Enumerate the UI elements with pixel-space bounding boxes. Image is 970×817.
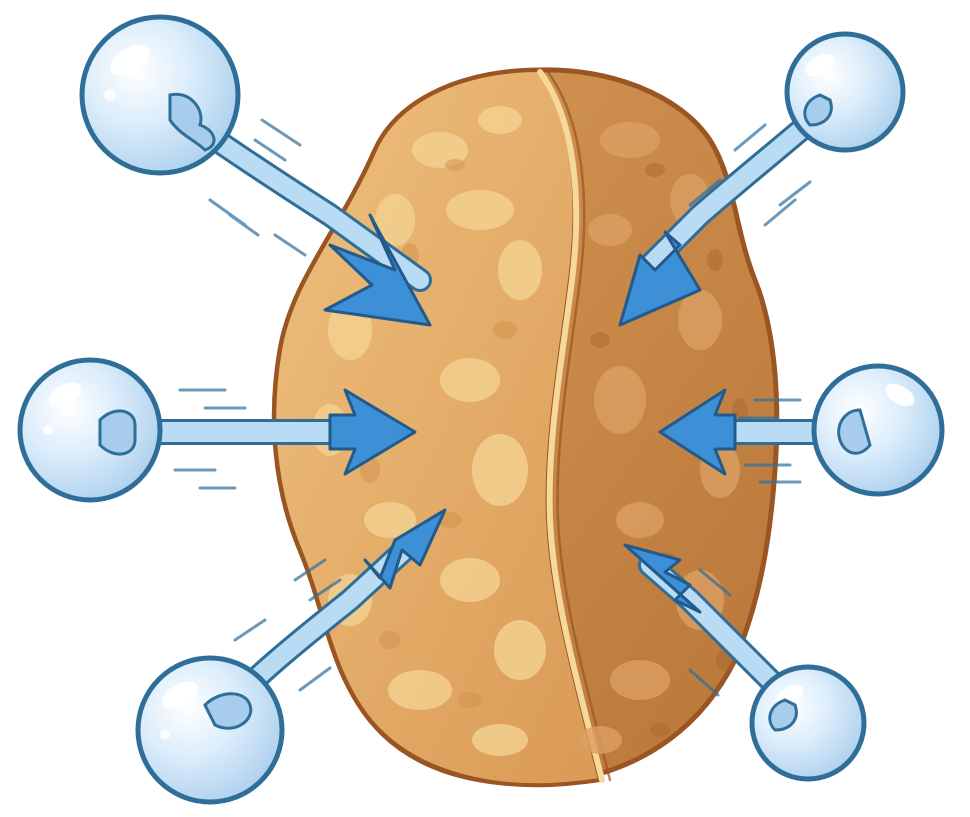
water-droplet-icon — [752, 667, 864, 779]
water-droplet-icon — [787, 34, 903, 150]
water-droplet-icon — [20, 360, 160, 500]
water-droplet-icon — [814, 366, 942, 494]
water-droplet-icon — [138, 658, 282, 802]
